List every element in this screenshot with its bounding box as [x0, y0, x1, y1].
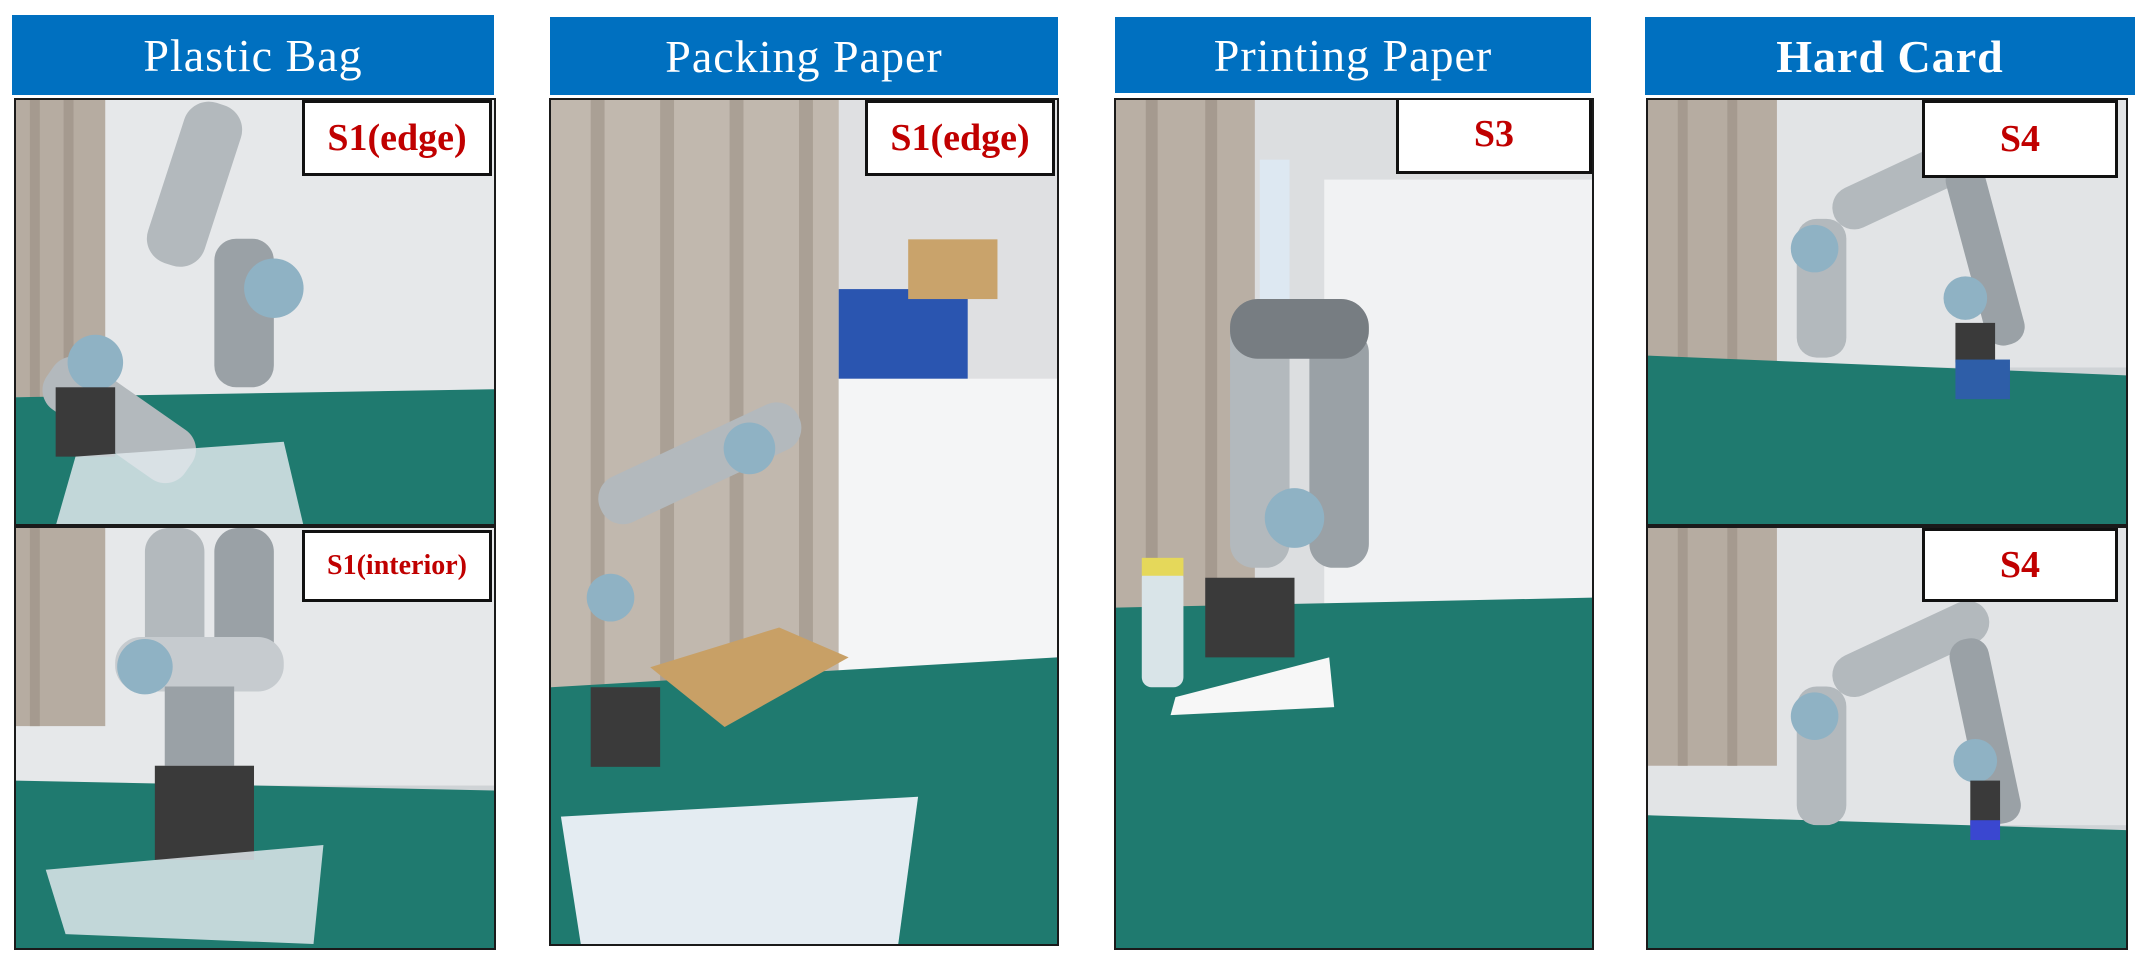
panel-label: S3: [1396, 100, 1592, 174]
photo-hard-card-1: S4: [1646, 98, 2128, 526]
robot-scene-image: [16, 528, 494, 948]
robot-scene-image: [1648, 100, 2126, 524]
column-header-packing-paper: Packing Paper: [550, 17, 1058, 95]
panel-label: S1(edge): [302, 100, 492, 176]
column-header-hard-card: Hard Card: [1645, 17, 2135, 95]
photo-plastic-bag-interior: S1(interior): [14, 526, 496, 950]
photo-packing-paper: S1(edge): [549, 98, 1059, 946]
panel-label: S4: [1922, 528, 2118, 602]
robot-scene-image: [551, 100, 1057, 944]
panel-label: S1(interior): [302, 530, 492, 602]
panel-label: S1(edge): [865, 100, 1055, 176]
photo-printing-paper: S3: [1114, 98, 1594, 950]
robot-scene-image: [1116, 100, 1592, 948]
column-header-plastic-bag: Plastic Bag: [12, 15, 494, 95]
photo-plastic-bag-edge: S1(edge): [14, 98, 496, 526]
robot-scene-image: [1648, 528, 2126, 948]
panel-label: S4: [1922, 100, 2118, 178]
column-header-printing-paper: Printing Paper: [1115, 17, 1591, 93]
photo-hard-card-2: S4: [1646, 526, 2128, 950]
